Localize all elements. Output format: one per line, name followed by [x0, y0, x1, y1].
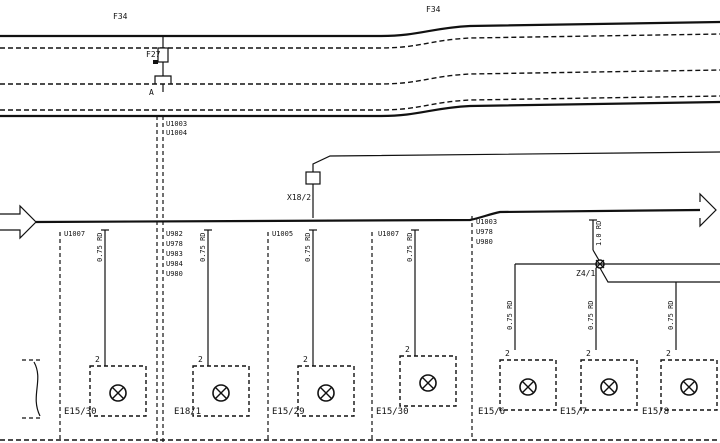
trunk-lines	[156, 116, 164, 443]
wire-label-2: 0.75 RD	[199, 232, 207, 262]
wire-group-3-line-2: U978	[476, 228, 493, 236]
wire-group-2-line-2: U978	[166, 240, 183, 248]
fuse-f27	[153, 36, 172, 92]
wire-group-2-line-4: U984	[166, 260, 183, 268]
pin-label-4: 2	[405, 345, 410, 354]
splice-label: Z4/1	[576, 269, 595, 278]
connector-x18-2	[305, 151, 720, 218]
wire-group-3-line-3: U980	[476, 238, 493, 246]
wire-group-3: U1003 U978 U980	[476, 218, 497, 246]
pin-label-3: 2	[303, 355, 308, 364]
splice-z4-1	[514, 219, 720, 350]
lamp-cross-b-7	[682, 380, 696, 394]
pin-label-6: 2	[586, 349, 591, 358]
wire-label-4: 0.75 RD	[406, 232, 414, 262]
section-tag-3: U1005	[272, 230, 293, 238]
component-label-2: E18/1	[174, 407, 201, 417]
wire-group-2-line-5: U980	[166, 270, 183, 278]
component-label-4: E15/30	[376, 407, 409, 417]
wire-label-5: 0.75 RD	[506, 300, 514, 330]
wire-label-1: 0.75 RD	[96, 232, 104, 262]
partial-lamp-left	[22, 359, 41, 419]
pin-label-7: 2	[666, 349, 671, 358]
top-bus	[0, 20, 720, 118]
wire-group-2-line-1: U982	[166, 230, 183, 238]
lamp-cross-b-5	[521, 380, 535, 394]
splice-wire-label: 1.0 RD	[595, 221, 603, 246]
wire-label-7: 0.75 RD	[667, 300, 675, 330]
lamp-cross-b-3	[319, 386, 333, 400]
main-rail	[0, 192, 717, 240]
pin-label-5: 2	[505, 349, 510, 358]
component-label-7: E15/8	[642, 407, 669, 417]
section-tag-4: U1007	[378, 230, 399, 238]
wire-label-3: 0.75 RD	[304, 232, 312, 262]
fuse-label: F27	[146, 50, 161, 59]
fuse-point-label: A	[149, 88, 154, 97]
component-label-5: E15/6	[478, 407, 505, 417]
wire-label-6: 0.75 RD	[587, 300, 595, 330]
component-label-1: E15/30	[64, 407, 97, 417]
connector-label: X18/2	[287, 193, 311, 202]
f34-label-right: F34	[426, 5, 441, 14]
lamp-cross-b-1	[111, 386, 125, 400]
lamp-cross-b-4	[421, 376, 435, 390]
pin-label-1: 2	[95, 355, 100, 364]
wire-group-3-line-1: U1003	[476, 218, 497, 226]
component-label-6: E15/7	[560, 407, 587, 417]
component-label-3: E15/29	[272, 407, 305, 417]
pin-label-2: 2	[198, 355, 203, 364]
wire-group-2: U982 U978 U983 U984 U980	[166, 230, 183, 278]
wire-group-1-line-1: U1003	[166, 120, 187, 128]
wire-group-2-line-3: U983	[166, 250, 183, 258]
f34-label-left: F34	[113, 12, 128, 21]
section-tag-1: U1007	[64, 230, 85, 238]
lamp-cross-b-6	[602, 380, 616, 394]
lamp-cross-b-2	[214, 386, 228, 400]
wire-group-1-line-2: U1004	[166, 129, 187, 137]
